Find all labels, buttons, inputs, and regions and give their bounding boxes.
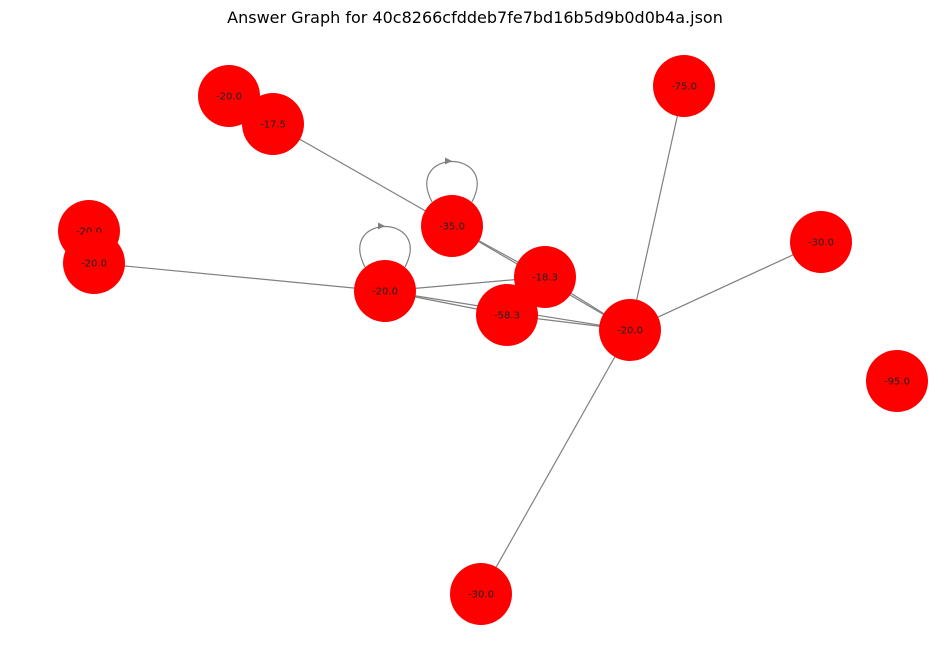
node-circle [421,195,483,257]
node-label: -18.3 [532,273,558,284]
node-label: -58.3 [494,311,520,322]
node-label: -20.0 [76,227,102,238]
node-label: -17.5 [260,120,286,131]
self-loop-edge [426,161,478,203]
graph-node: -18.3 [514,246,576,308]
graph-edge [629,85,685,331]
graph-node: -20.0 [599,299,661,361]
graph-node: -20.0 [354,260,416,322]
node-circle [354,260,416,322]
graph-edge [272,123,453,227]
arrowhead-icon [378,222,385,230]
graph-node: -75.0 [653,55,715,117]
node-label: -20.0 [617,326,643,337]
graph-node: -30.0 [450,563,512,625]
node-circle [599,299,661,361]
graph-node: -17.5 [242,93,304,155]
node-circle [63,232,125,294]
edges-layer [93,85,822,595]
graph-node: -30.0 [790,211,852,273]
node-circle [198,65,260,127]
graph-node: -35.0 [421,195,483,257]
node-label: -35.0 [439,222,465,233]
node-label: -30.0 [468,590,494,601]
node-circle [790,211,852,273]
graph-edge [93,262,386,292]
graph-node: -20.0 [63,232,125,294]
node-label: -75.0 [671,82,697,93]
node-label: -30.0 [808,238,834,249]
node-label: -20.0 [372,287,398,298]
arrowhead-icon [445,157,452,165]
node-label: -20.0 [81,259,107,270]
node-circle [514,246,576,308]
self-loop-edge [359,226,411,268]
nodes-layer: -20.0 -17.5 -75.0 -35.0 -20.0 -20.0 -20.0 -18.3… [58,55,928,625]
graph-edge [629,241,822,331]
graph-edge [480,329,631,595]
node-circle [866,350,928,412]
graph-title: Answer Graph for 40c8266cfddeb7fe7bd16b5… [227,8,723,27]
graph-node: -95.0 [866,350,928,412]
graph-node: -20.0 [198,65,260,127]
node-label: -20.0 [216,92,242,103]
node-circle [653,55,715,117]
node-circle [242,93,304,155]
node-circle [450,563,512,625]
node-label: -95.0 [884,377,910,388]
node-circle [476,284,538,346]
graph-node: -58.3 [476,284,538,346]
